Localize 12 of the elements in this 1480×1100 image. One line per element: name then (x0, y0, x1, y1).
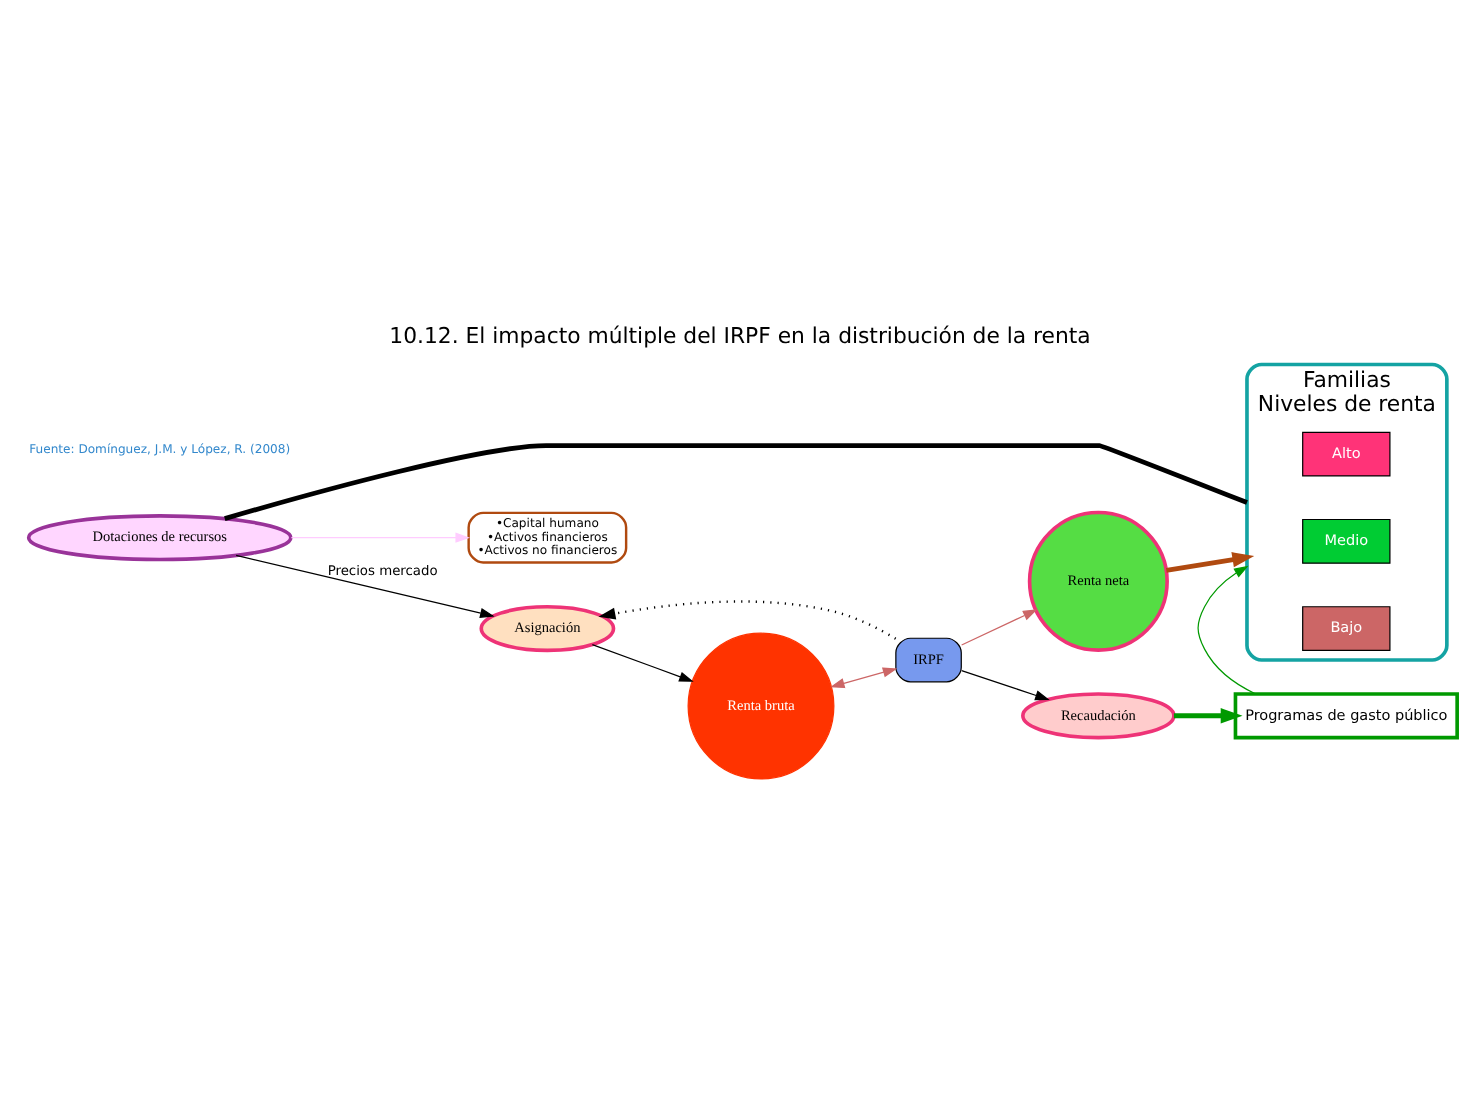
arrow (961, 609, 1038, 646)
arrow (1173, 708, 1243, 724)
arrow (830, 667, 898, 689)
diagram-title: 10.12. El impacto múltiple del IRPF en la distribución de la renta (389, 323, 1091, 350)
arrow (235, 554, 495, 618)
arrow (961, 670, 1050, 701)
arrow (598, 600, 897, 640)
arrow (1165, 552, 1255, 573)
connector (224, 443, 1248, 521)
arrow (1197, 565, 1257, 695)
arrow (591, 644, 694, 682)
arrow (290, 532, 470, 543)
